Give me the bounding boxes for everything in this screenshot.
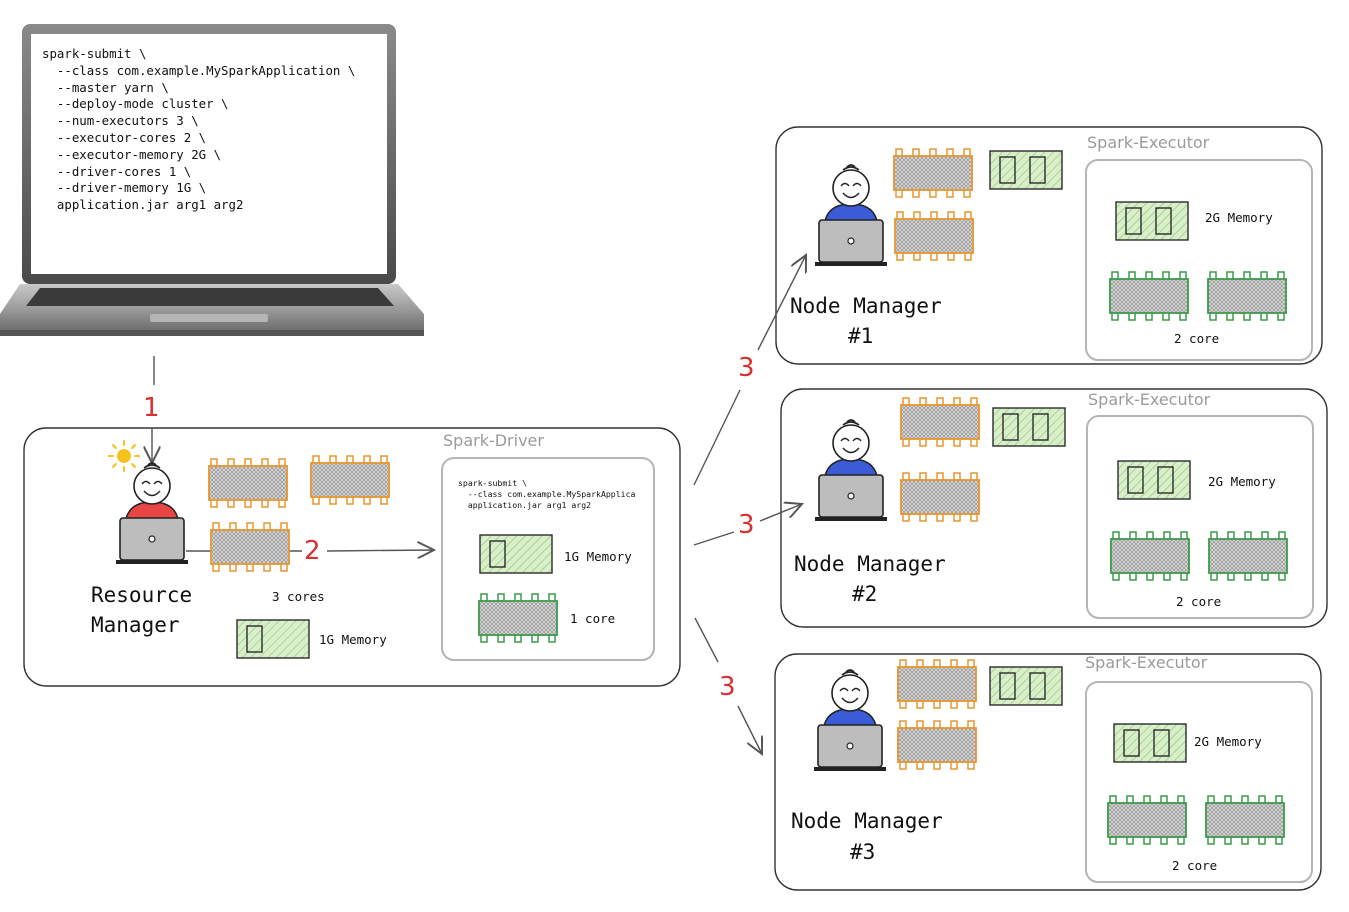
command-line: --num-executors 3 \ (42, 113, 199, 129)
step-3-label-node-3: 3 (719, 672, 736, 702)
driver-core-label: 1 core (570, 611, 616, 626)
memory-stick (989, 150, 1063, 190)
command-line: --class com.example.MySparkApplica (458, 489, 636, 500)
command-line: --class com.example.MySparkApplication \ (42, 62, 356, 78)
memory-stick (992, 407, 1066, 447)
step-3-label-node-1: 3 (738, 353, 755, 383)
memory-stick (479, 534, 553, 574)
cpu-chip (900, 472, 980, 522)
node-manager-3-number: #3 (850, 840, 876, 864)
command-line: --executor-cores 2 \ (42, 129, 207, 145)
arrow-2-head (326, 550, 434, 551)
cpu-chip (897, 720, 977, 770)
command-line: --driver-cores 1 \ (42, 163, 192, 179)
memory-stick (1117, 460, 1191, 500)
spark-executor-1-title: Spark-Executor (1087, 133, 1210, 152)
spark-executor-1-box (1085, 159, 1313, 361)
node-manager-2-box (780, 388, 1328, 628)
resource-manager-memory-label: 1G Memory (319, 632, 387, 647)
command-line: application.jar arg1 arg2 (458, 500, 592, 511)
cpu-chip (1208, 531, 1288, 581)
node-manager-person (815, 419, 887, 521)
spark-submit-command: spark-submit \ --class com.example.MySpa… (42, 46, 355, 214)
node-manager-1-box (775, 126, 1323, 365)
arrow-3b-line (693, 531, 735, 546)
spark-driver-box (441, 457, 655, 661)
sun-icon (108, 440, 140, 472)
node-manager-1-title: Node Manager (790, 294, 942, 318)
cpu-chip (897, 659, 977, 709)
node-manager-2-number: #2 (852, 582, 878, 606)
spark-executor-2-title: Spark-Executor (1088, 390, 1211, 409)
title-line: Resource (91, 583, 193, 607)
arrow-3c-line (694, 617, 719, 663)
command-line: spark-submit \ (42, 46, 147, 61)
memory-stick (236, 619, 310, 659)
command-line: application.jar arg1 arg2 (42, 197, 244, 213)
cpu-chip (1107, 795, 1187, 845)
arrow-3a-head (757, 255, 806, 351)
command-line: --executor-memory 2G \ (42, 146, 222, 162)
node-manager-person (814, 669, 886, 771)
component-sprites (116, 148, 1288, 845)
title-line: Manager (91, 613, 180, 637)
command-line: --master yarn \ (42, 79, 169, 95)
spark-executor-2-box (1086, 415, 1314, 619)
cpu-chip (1109, 271, 1189, 321)
node-manager-2-title: Node Manager (794, 552, 946, 576)
cpu-chip (1205, 795, 1285, 845)
memory-stick (1113, 723, 1187, 763)
step-1-label: 1 (143, 393, 160, 423)
driver-memory-label: 1G Memory (564, 549, 632, 564)
cpu-chip (310, 455, 390, 505)
resource-manager-title: Resource Manager (91, 580, 192, 640)
arrow-3c-head (737, 705, 762, 754)
executor-3-core-label: 2 core (1172, 858, 1218, 873)
executor-1-core-label: 2 core (1174, 331, 1220, 346)
resource-manager-person (116, 462, 188, 564)
node-manager-3-box (774, 653, 1322, 891)
executor-2-memory-label: 2G Memory (1208, 474, 1276, 489)
cpu-chip (210, 522, 290, 572)
node-manager-1-number: #1 (848, 324, 874, 348)
cpu-chip (893, 148, 973, 198)
arrow-3a-line (693, 389, 741, 486)
command-line: spark-submit \ (458, 478, 528, 488)
executor-2-core-label: 2 core (1176, 594, 1222, 609)
cpu-chip (894, 211, 974, 261)
node-manager-person (815, 164, 887, 266)
step-2-label: 2 (304, 536, 321, 566)
driver-command: spark-submit \ --class com.example.MySpa… (458, 478, 653, 512)
memory-stick (989, 666, 1063, 706)
cpu-chip (1110, 531, 1190, 581)
spark-executor-3-title: Spark-Executor (1085, 653, 1208, 672)
resource-manager-cores-label: 3 cores (272, 589, 325, 604)
resource-manager-box (23, 427, 681, 687)
cpu-chip (208, 458, 288, 508)
node-manager-3-title: Node Manager (791, 809, 943, 833)
memory-stick (1115, 201, 1189, 241)
arrow-3b-head (759, 504, 802, 522)
executor-1-memory-label: 2G Memory (1205, 210, 1273, 225)
spark-executor-3-box (1085, 681, 1313, 883)
cpu-chip (1207, 271, 1287, 321)
executor-3-memory-label: 2G Memory (1194, 734, 1262, 749)
command-line: --driver-memory 1G \ (42, 180, 207, 196)
spark-driver-title: Spark-Driver (443, 431, 544, 450)
cpu-chip (478, 593, 558, 643)
command-line: --deploy-mode cluster \ (42, 96, 229, 112)
cpu-chip (900, 397, 980, 447)
step-3-label-node-2: 3 (738, 510, 755, 540)
laptop-screen: spark-submit \ --class com.example.MySpa… (33, 36, 385, 272)
